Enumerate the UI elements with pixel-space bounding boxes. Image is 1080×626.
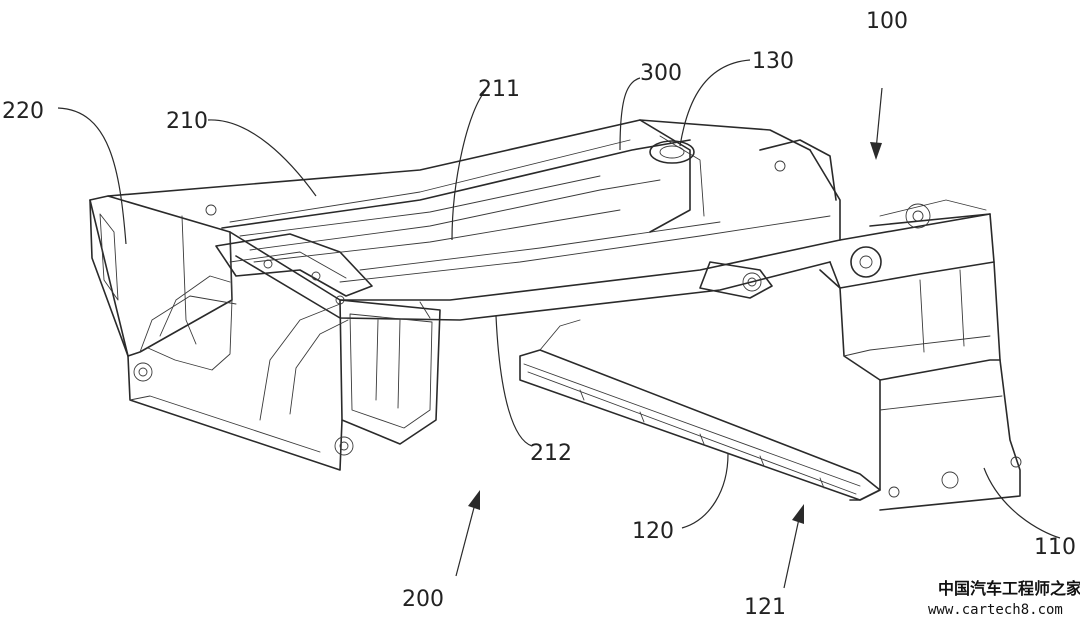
label-212: 212 (530, 441, 572, 466)
label-110: 110 (1034, 535, 1076, 560)
label-220: 220 (2, 99, 44, 124)
label-100: 100 (866, 9, 908, 34)
leader-lines (57, 59, 1061, 589)
structural-frame (107, 119, 991, 445)
label-210: 210 (166, 109, 208, 134)
label-121: 121 (744, 595, 786, 620)
label-120: 120 (632, 519, 674, 544)
watermark-site-name: 中国汽车工程师之家 (938, 579, 1080, 598)
label-200: 200 (402, 587, 444, 612)
label-130: 130 (752, 49, 794, 74)
label-211: 211 (478, 77, 520, 102)
left-end-bracket (89, 195, 354, 471)
lower-pan-rail (519, 319, 881, 501)
label-300: 300 (640, 61, 682, 86)
watermark: 中国汽车工程师之家 www.cartech8.com (928, 579, 1080, 618)
watermark-url: www.cartech8.com (928, 602, 1063, 618)
oil-pan-sump (699, 139, 1022, 511)
reference-labels: 100 110 120 121 130 200 210 211 212 220 … (2, 9, 1076, 620)
